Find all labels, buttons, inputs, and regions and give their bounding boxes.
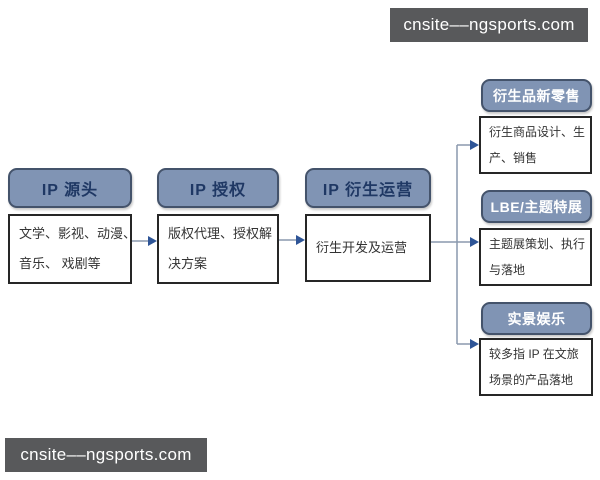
branch-body-new-retail: 衍生商品设计、生 产、销售 [479,116,592,174]
stage-header-ip-derivative-operation: IP 衍生运营 [305,168,431,208]
arrowhead-stage2-icon [148,236,157,246]
branch-body-lbe-exhibition: 主题展策划、执行 与落地 [479,228,592,286]
branch-header-new-retail: 衍生品新零售 [481,79,592,112]
branch-header-location-entertainment: 实景娱乐 [481,302,592,335]
stage-body-ip-derivative-operation: 衍生开发及运营 [305,214,431,282]
arrowhead-branch-new-retail-icon [470,140,479,150]
branch-body-location-entertainment: 较多指 IP 在文旅 场景的产品落地 [479,338,593,396]
stage-body-ip-licensing: 版权代理、授权解 决方案 [157,214,279,284]
stage-header-ip-source: IP 源头 [8,168,132,208]
watermark-bottom: cnsite––ngsports.com [5,438,207,472]
arrowhead-branch-lbe-icon [470,237,479,247]
watermark-top: cnsite––ngsports.com [390,8,588,42]
arrowhead-stage3-icon [296,235,305,245]
stage-body-ip-source: 文学、影视、动漫、 音乐、 戏剧等 [8,214,136,284]
stage-header-ip-licensing: IP 授权 [157,168,279,208]
arrowhead-branch-location-entertainment-icon [470,339,479,349]
branch-header-lbe-exhibition: LBE/主题特展 [481,190,592,223]
